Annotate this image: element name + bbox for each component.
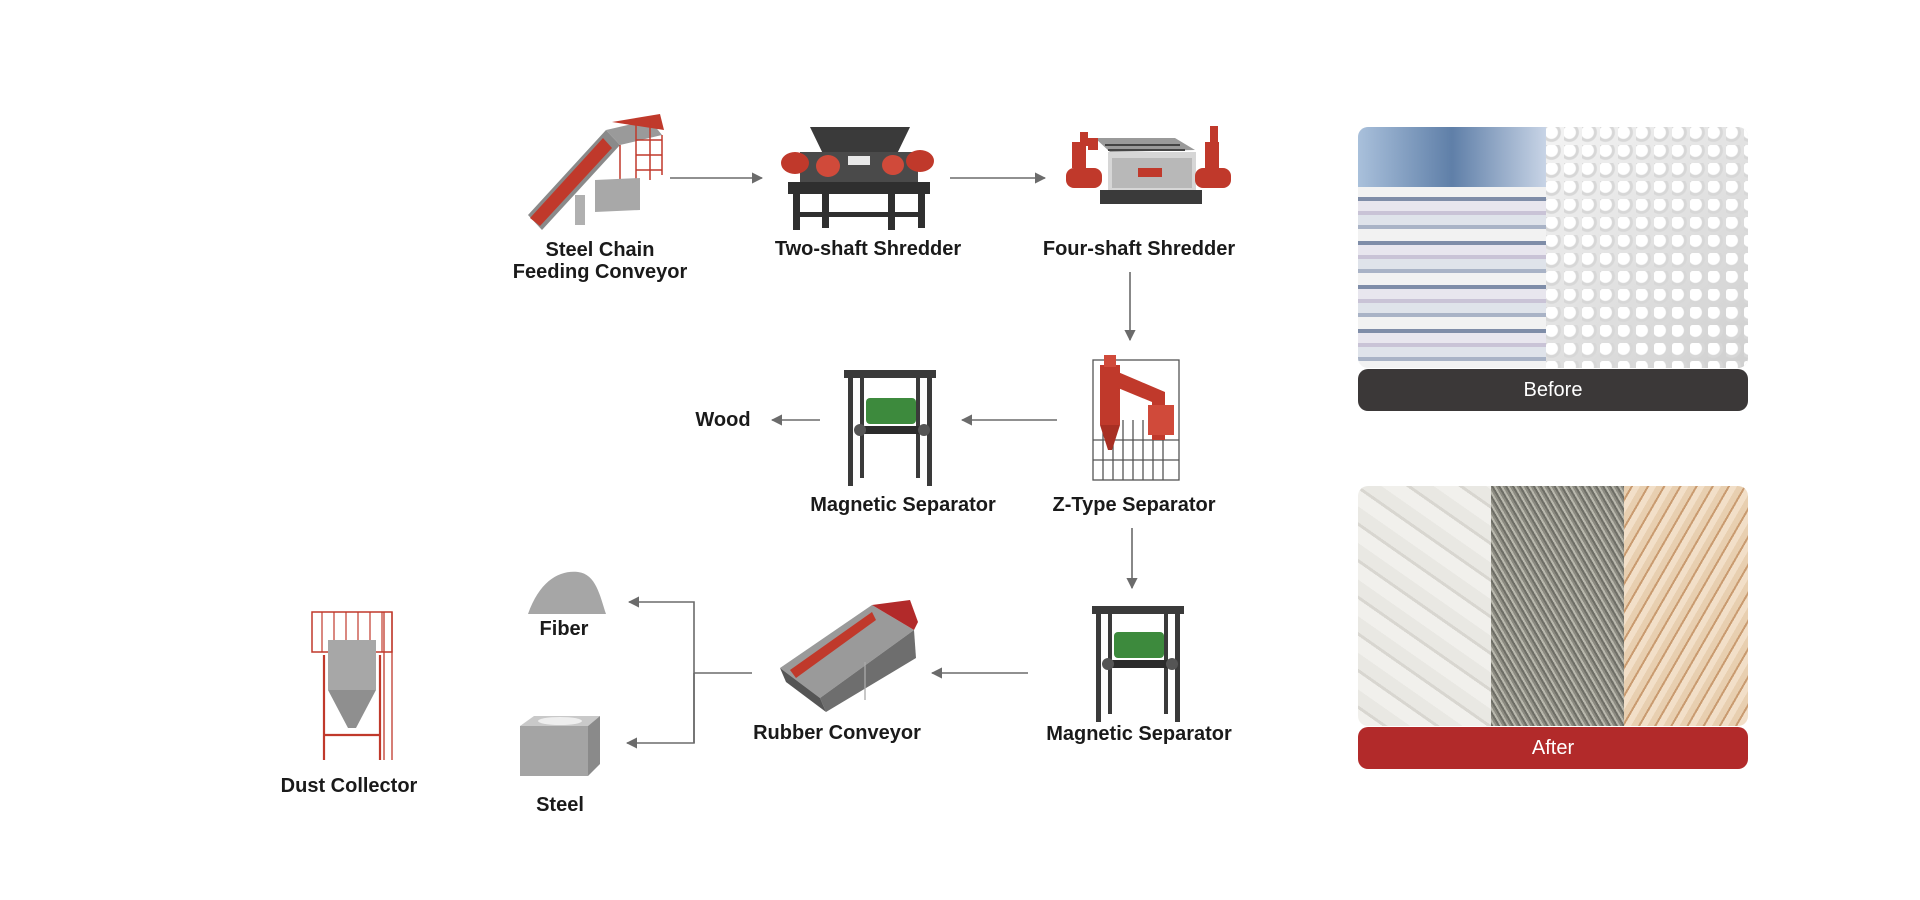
- label-magnetic-separator-1: Magnetic Separator: [810, 494, 996, 516]
- label-dust-collector: Dust Collector: [280, 775, 418, 797]
- label-fiber: Fiber: [539, 618, 589, 640]
- feeding-conveyor-icon: [528, 114, 664, 230]
- before-photo-pocket-springs: [1546, 127, 1748, 368]
- label-steel: Steel: [536, 794, 584, 816]
- before-photo-mattress-stack-blue: [1358, 127, 1546, 187]
- label-two-shaft-shredder: Two-shaft Shredder: [774, 238, 962, 260]
- arrow-split-to-steel: [625, 673, 695, 749]
- label-feeding-conveyor-line2: Feeding Conveyor: [512, 261, 688, 283]
- before-photo: [1358, 127, 1748, 368]
- rubber-conveyor-icon: [780, 600, 918, 712]
- after-photo-fiber: [1358, 486, 1491, 726]
- before-caption: Before: [1358, 369, 1748, 411]
- magnetic-separator-icon: [844, 370, 936, 486]
- label-four-shaft-shredder: Four-shaft Shredder: [1042, 238, 1236, 260]
- four-shaft-shredder-icon: [1066, 126, 1231, 204]
- label-wood: Wood: [695, 409, 751, 431]
- fiber-pile-icon: [528, 571, 606, 614]
- after-photo-wood: [1624, 486, 1748, 726]
- two-shaft-shredder-icon: [781, 127, 934, 230]
- label-feeding-conveyor-line1: Steel Chain: [545, 239, 655, 261]
- steel-block-icon: [520, 716, 600, 776]
- after-caption: After: [1358, 727, 1748, 769]
- arrow-split-to-fiber: [627, 596, 695, 743]
- label-rubber-conveyor: Rubber Conveyor: [753, 722, 921, 744]
- magnetic-separator-icon: [1092, 606, 1184, 722]
- after-photo-steel: [1491, 486, 1624, 726]
- label-feeding-conveyor: Steel Chain Feeding Conveyor: [513, 239, 687, 283]
- label-z-type-separator: Z-Type Separator: [1052, 494, 1216, 516]
- dust-collector-icon: [311, 611, 393, 760]
- label-magnetic-separator-2: Magnetic Separator: [1046, 723, 1232, 745]
- z-type-separator-icon: [1092, 355, 1180, 481]
- after-photo: [1358, 486, 1748, 726]
